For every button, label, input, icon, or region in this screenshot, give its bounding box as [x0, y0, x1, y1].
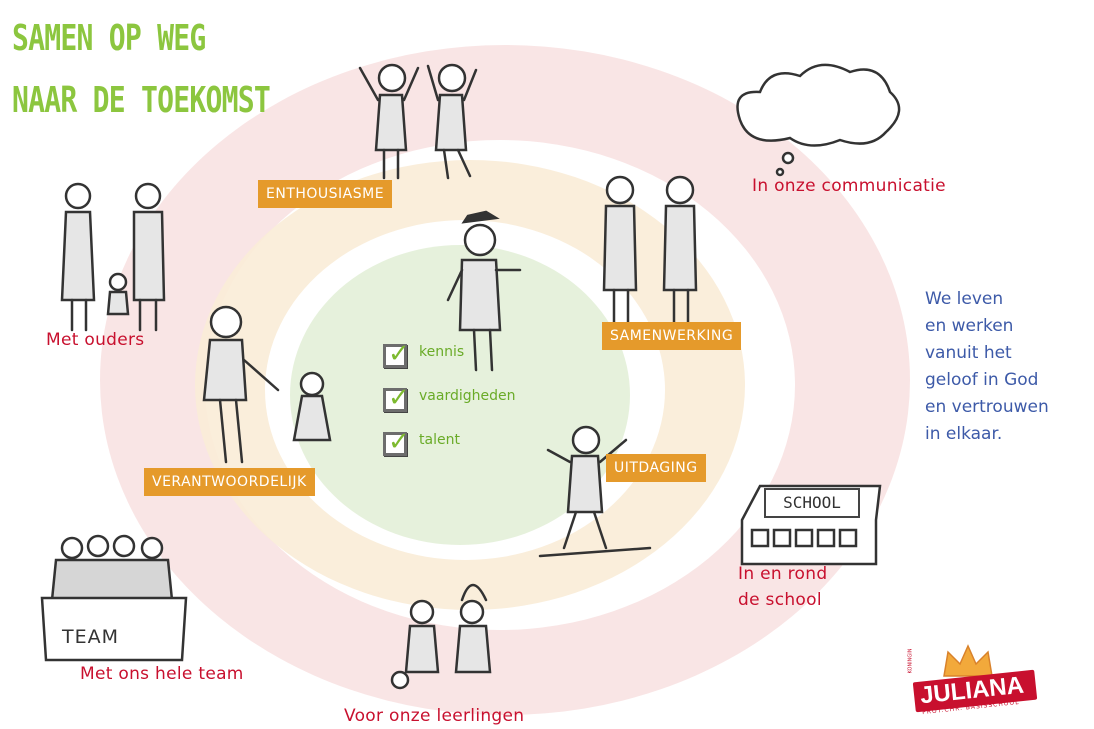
tag-verantwoordelijk: VERANTWOORDELIJK [144, 468, 315, 496]
team-figures [40, 534, 188, 662]
tag-uitdaging: UITDAGING [606, 454, 706, 482]
checklist-label: kennis [419, 344, 465, 360]
cheering-figure-right [426, 63, 478, 180]
label-leerlingen: Voor onze leerlingen [344, 706, 525, 726]
school-sign: SCHOOL [764, 488, 860, 518]
crown-icon [943, 644, 993, 677]
tag-enthousiasme: ENTHOUSIASME [258, 180, 393, 208]
statement-line: en vertrouwen [925, 397, 1049, 417]
checkbox-icon: ✓ [383, 427, 410, 457]
faith-statement: We leven en werken vanuit het geloof in … [925, 286, 1094, 448]
label-ouders: Met ouders [46, 330, 145, 350]
statement-line: We leven [925, 289, 1004, 309]
statement-line: in elkaar. [925, 424, 1003, 444]
label-school-2: de school [738, 590, 822, 610]
parents-figures [60, 182, 166, 332]
challenge-figure [538, 425, 652, 558]
logo-small-text: KONINGIN [907, 648, 914, 674]
center-circle [290, 245, 630, 545]
checkmark-icon: ✓ [388, 383, 410, 413]
checkmark-icon: ✓ [388, 427, 410, 457]
title-line-2: NAAR DE TOEKOMST [12, 80, 271, 121]
teamwork-figures [602, 175, 698, 324]
adult-child-figures [202, 305, 332, 464]
checkbox-icon: ✓ [383, 383, 410, 413]
label-communicatie: In onze communicatie [752, 176, 946, 196]
statement-line: geloof in God [925, 370, 1039, 390]
checkmark-icon: ✓ [388, 339, 410, 369]
cheering-figure-left [358, 63, 420, 180]
tag-samenwerking: SAMENWERKING [602, 322, 742, 350]
statement-line: en werken [925, 316, 1014, 336]
checklist-label: talent [419, 432, 460, 448]
team-sign: TEAM [62, 626, 120, 648]
checklist-label: vaardigheden [419, 388, 516, 404]
statement-line: vanuit het [925, 343, 1012, 363]
title-line-1: SAMEN OP WEG [12, 18, 206, 59]
thought-bubble [736, 63, 901, 177]
checkbox-icon: ✓ [383, 339, 410, 369]
label-team: Met ons hele team [80, 664, 244, 684]
student-figures [390, 583, 492, 690]
label-school-1: In en rond [738, 564, 828, 584]
graduate-figure [446, 210, 522, 372]
